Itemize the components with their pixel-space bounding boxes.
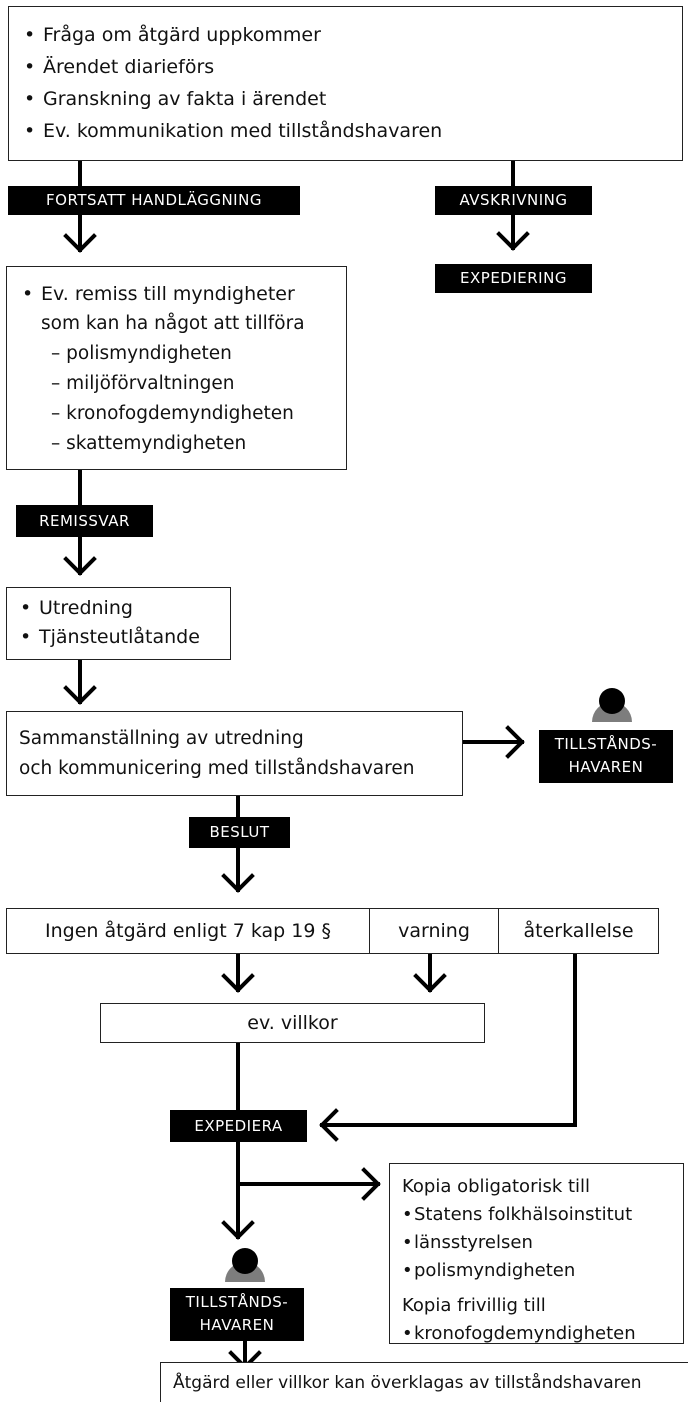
- remiss-box: Ev. remiss till myndigheter som kan ha n…: [6, 266, 347, 470]
- decision-aterkallelse: återkallelse: [523, 920, 634, 942]
- villkor-text: ev. villkor: [247, 1012, 338, 1034]
- sammanstallning-box: Sammanställning av utredning och kommuni…: [6, 711, 463, 796]
- label-expediering: EXPEDIERING: [435, 264, 592, 293]
- decision-ingen-atgard: Ingen åtgärd enligt 7 kap 19 §: [7, 909, 370, 953]
- intake-item: Granskning av fakta i ärendet: [21, 83, 682, 115]
- utredning-item: Tjänsteutlåtande: [17, 623, 230, 652]
- sammanstallning-line: och kommunicering med tillståndshavaren: [19, 758, 415, 779]
- kopia-item: Statens folkhälsoinstitut: [402, 1201, 683, 1229]
- badge-line: TILLSTÅNDS-: [185, 1293, 289, 1311]
- kopia-heading-frivillig: Kopia frivillig till: [402, 1295, 546, 1316]
- badge-line: HAVAREN: [199, 1316, 275, 1334]
- tillstandshavaren-badge-bottom: TILLSTÅNDS- HAVAREN: [170, 1288, 304, 1341]
- intake-box: Fråga om åtgärd uppkommer Ärendet diarie…: [8, 6, 683, 161]
- label-fortsatt-handlaggning: FORTSATT HANDLÄGGNING: [8, 186, 300, 215]
- overklagan-text: Åtgärd eller villkor kan överklagas av t…: [173, 1373, 642, 1393]
- kopia-item: länsstyrelsen: [402, 1229, 683, 1257]
- kopia-heading-obligatorisk: Kopia obligatorisk till: [402, 1176, 591, 1197]
- remiss-sub-item: – kronofogdemyndigheten: [51, 403, 294, 424]
- label-avskrivning: AVSKRIVNING: [435, 186, 592, 215]
- kopia-item: kronofogdemyndigheten: [402, 1320, 683, 1348]
- kopia-box: Kopia obligatorisk till Statens folkhäls…: [389, 1163, 684, 1348]
- intake-item: Fråga om åtgärd uppkommer: [21, 19, 682, 51]
- badge-line: TILLSTÅNDS-: [554, 735, 658, 753]
- remiss-sub-item: – miljöförvaltningen: [51, 373, 235, 394]
- tillstandshavaren-badge-top: TILLSTÅNDS- HAVAREN: [539, 730, 673, 783]
- label-remissvar: REMISSVAR: [16, 505, 153, 537]
- overklagan-box: Åtgärd eller villkor kan överklagas av t…: [160, 1362, 688, 1402]
- decision-row: Ingen åtgärd enligt 7 kap 19 § varning å…: [6, 908, 659, 954]
- kopia-item: polismyndigheten: [402, 1257, 683, 1285]
- person-icon: [590, 688, 634, 734]
- remiss-sub-item: – polismyndigheten: [51, 343, 232, 364]
- intake-item: Ev. kommunikation med tillståndshavaren: [21, 115, 682, 147]
- badge-line: HAVAREN: [568, 758, 644, 776]
- utredning-item: Utredning: [17, 594, 230, 623]
- remiss-line: som kan ha något att tillföra: [41, 313, 305, 334]
- person-icon: [223, 1248, 267, 1294]
- remiss-sub-item: – skattemyndigheten: [51, 433, 247, 454]
- decision-varning: varning: [370, 909, 499, 953]
- sammanstallning-line: Sammanställning av utredning: [19, 728, 304, 749]
- utredning-box: Utredning Tjänsteutlåtande: [6, 587, 231, 660]
- label-expediera: EXPEDIERA: [170, 1110, 307, 1142]
- label-beslut: BESLUT: [189, 817, 290, 848]
- remiss-line: Ev. remiss till myndigheter: [19, 279, 346, 309]
- intake-item: Ärendet diarieförs: [21, 51, 682, 83]
- villkor-box: ev. villkor: [100, 1003, 485, 1043]
